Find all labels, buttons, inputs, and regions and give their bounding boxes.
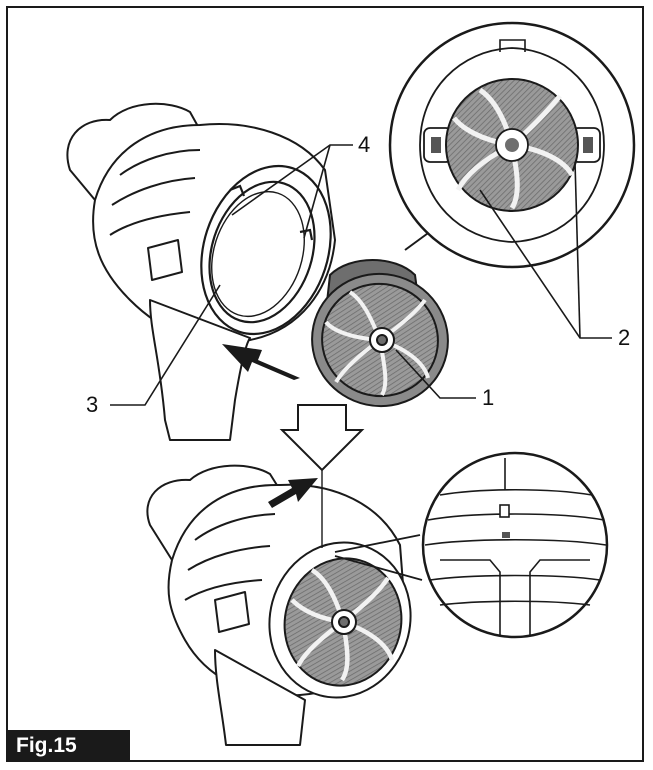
callout-2: 2: [618, 325, 630, 350]
figure-label: Fig.15: [8, 730, 130, 762]
filter-cartridge: [311, 259, 449, 408]
callout-4: 4: [358, 132, 370, 157]
detail-circle-top: [388, 21, 636, 269]
tool-housing-top: [66, 102, 336, 441]
installed-filter: [268, 541, 412, 699]
detail-circle-bottom: [334, 451, 609, 639]
insert-arrow: [222, 344, 300, 380]
leader-lines: [110, 144, 612, 406]
down-arrow: [279, 404, 365, 472]
filter-opening: [200, 164, 332, 336]
rotate-arrow: [268, 478, 318, 508]
callout-1: 1: [482, 385, 494, 410]
callout-3: 3: [86, 392, 98, 417]
